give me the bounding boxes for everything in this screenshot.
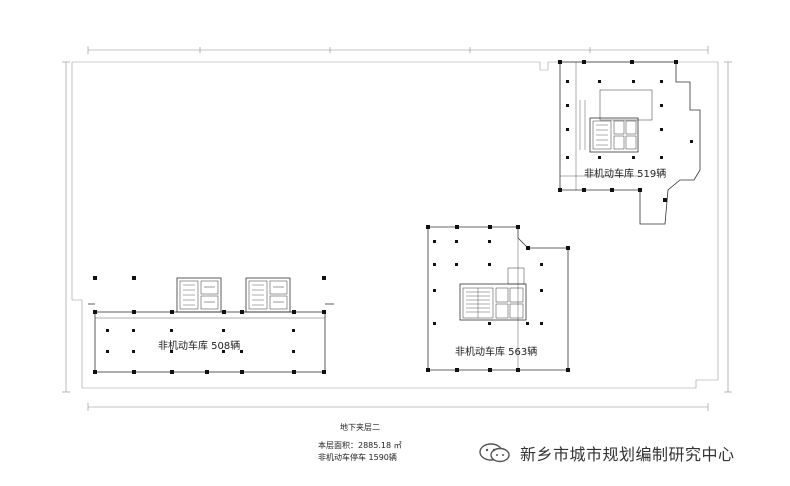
wechat-logo-icon bbox=[479, 443, 510, 463]
right-garage-label: 非机动车库 519辆 bbox=[584, 169, 667, 180]
left-bike-garage bbox=[88, 277, 334, 373]
left-garage-label: 非机动车库 508辆 bbox=[158, 341, 241, 352]
right-columns bbox=[558, 60, 693, 202]
middle-columns bbox=[426, 225, 570, 372]
left-columns bbox=[93, 276, 326, 374]
legend-title: 地下夹层二 bbox=[340, 423, 380, 432]
watermark: 新乡市城市规划编制研究中心 bbox=[478, 440, 735, 466]
watermark-text: 新乡市城市规划编制研究中心 bbox=[520, 445, 735, 464]
right-bike-garage bbox=[559, 61, 701, 225]
middle-garage-label: 非机动车库 563辆 bbox=[455, 347, 538, 358]
legend-parking: 非机动车停车 1590辆 bbox=[318, 453, 397, 462]
legend-area: 本层面积：2885.18 ㎡ bbox=[318, 441, 402, 450]
